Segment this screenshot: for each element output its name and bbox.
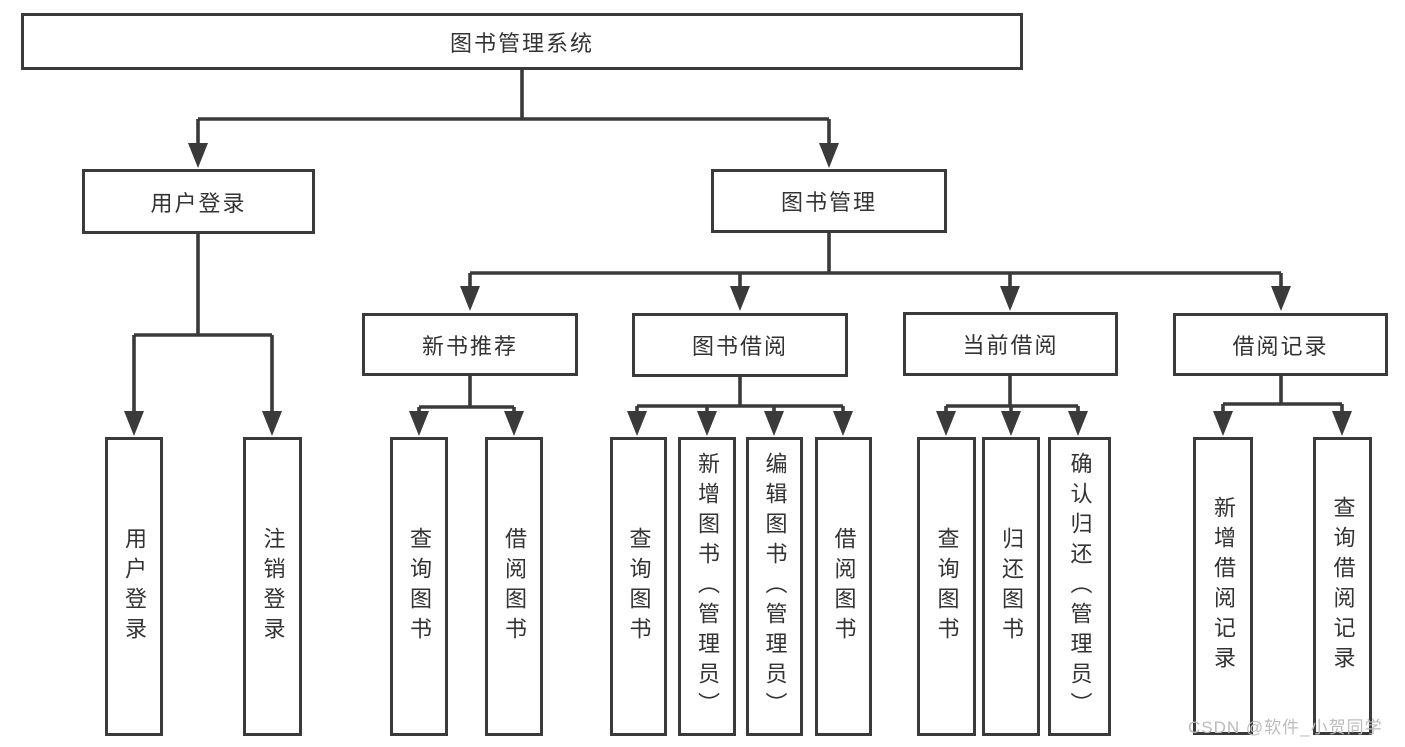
leaf-query-books-current: 查询图书 [917, 437, 976, 736]
node-current-borrowing: 当前借阅 [903, 312, 1118, 376]
leaf-label: 新增图书（管理员） [695, 451, 720, 722]
node-label: 当前借阅 [962, 333, 1059, 358]
leaf-label: 查询借阅记录 [1330, 496, 1356, 676]
node-label: 用户登录 [150, 190, 247, 216]
node-label: 借阅记录 [1232, 333, 1329, 359]
node-new-book-recommendation: 新书推荐 [362, 313, 578, 376]
leaf-label: 归还图书 [999, 526, 1024, 647]
leaf-query-borrow-record: 查询借阅记录 [1313, 437, 1372, 735]
connector-userlogin-to-leaves [132, 234, 274, 414]
connector-recommend-to-leaves [417, 376, 516, 414]
connector-bookmgmt-to-level3 [468, 233, 1283, 289]
connector-root-to-level2 [196, 70, 831, 146]
leaf-add-book-admin: 新增图书（管理员） [678, 437, 736, 736]
node-book-management: 图书管理 [711, 169, 947, 233]
node-label: 图书管理系统 [449, 30, 594, 56]
leaf-edit-book-admin: 编辑图书（管理员） [746, 437, 803, 736]
connector-records-to-leaves [1221, 376, 1344, 414]
leaf-add-borrow-record: 新增借阅记录 [1193, 437, 1253, 735]
leaf-query-books-borrow: 查询图书 [610, 437, 667, 736]
node-book-borrowing: 图书借阅 [632, 313, 848, 377]
leaf-label: 查询图书 [407, 526, 432, 647]
node-user-login: 用户登录 [82, 169, 315, 234]
leaf-label: 查询图书 [934, 526, 960, 647]
node-borrowing-records: 借阅记录 [1173, 313, 1388, 376]
connector-borrow-to-leaves [635, 376, 845, 414]
leaf-confirm-return-admin: 确认归还（管理员） [1048, 437, 1111, 736]
leaf-query-books-recommend: 查询图书 [390, 437, 448, 736]
leaf-label: 新增借阅记录 [1211, 496, 1236, 676]
connector-current-to-leaves [944, 376, 1080, 414]
leaf-logout: 注销登录 [243, 437, 302, 736]
leaf-label: 用户登录 [122, 526, 147, 647]
leaf-borrow-books-recommend: 借阅图书 [485, 437, 543, 736]
watermark: CSDN @软件_小贺同学 [1188, 718, 1383, 737]
leaf-label: 查询图书 [626, 526, 652, 647]
leaf-label: 注销登录 [260, 526, 286, 647]
node-label: 图书借阅 [691, 334, 788, 359]
leaf-label: 借阅图书 [831, 526, 857, 647]
leaf-user-login: 用户登录 [105, 437, 163, 736]
leaf-label: 编辑图书（管理员） [762, 451, 788, 722]
leaf-return-books: 归还图书 [982, 437, 1040, 736]
leaf-label: 借阅图书 [502, 526, 527, 647]
node-label: 图书管理 [780, 190, 877, 215]
leaf-label: 确认归还（管理员） [1067, 451, 1093, 722]
node-root-system: 图书管理系统 [21, 13, 1023, 70]
leaf-borrow-books: 借阅图书 [815, 437, 872, 736]
node-label: 新书推荐 [421, 333, 518, 359]
